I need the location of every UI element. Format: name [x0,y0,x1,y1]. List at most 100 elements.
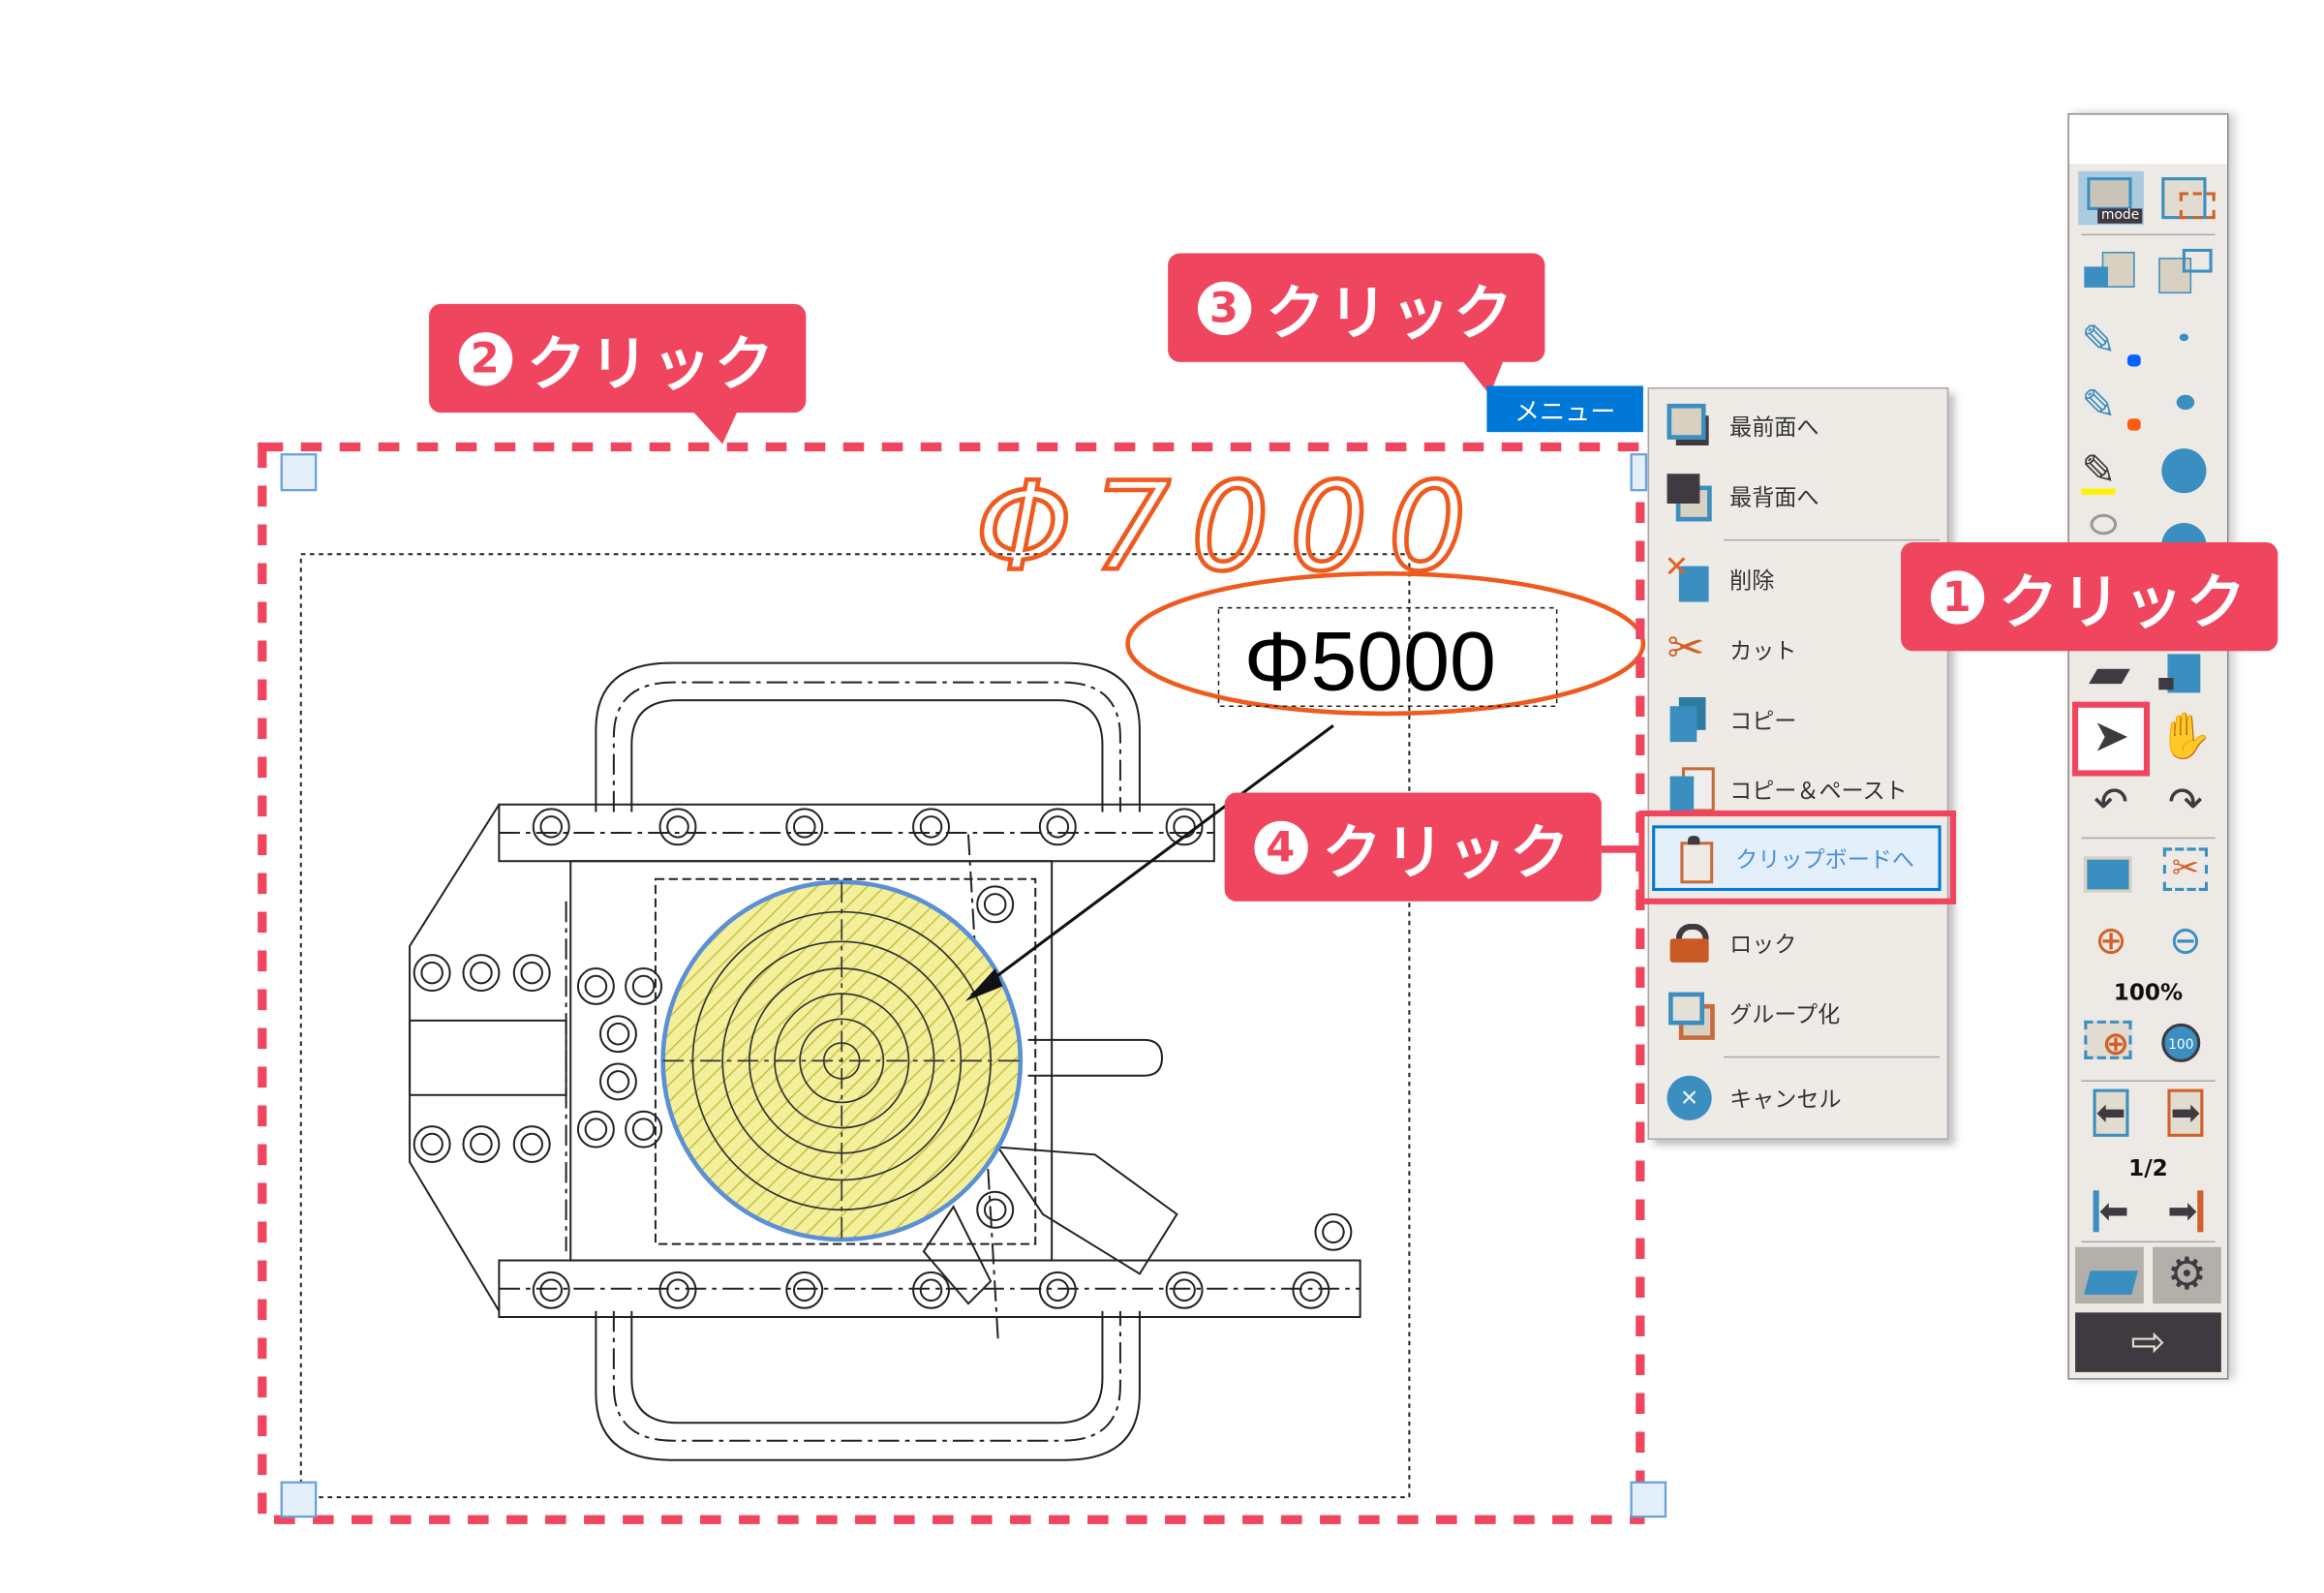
next-page-icon[interactable]: ➡ [2156,1088,2216,1146]
bolt [1038,1271,1077,1309]
bolt [912,808,950,846]
bolt [785,808,824,846]
copy-paste-icon [1667,767,1715,812]
bolt [631,1118,656,1141]
crop-image-icon[interactable]: ✂ [2156,847,2216,904]
scissors-icon: ✂ [1667,623,1705,675]
menu-item-send-back[interactable]: 最背面へ [1649,467,1947,527]
page-indicator: 1/2 [2128,1154,2168,1181]
insert-image-icon[interactable] [2081,850,2141,904]
menu-button[interactable]: メニュー [1486,385,1643,433]
text-bounds [1217,606,1558,707]
red-pen-icon[interactable]: ✎ [2081,380,2141,433]
bolt [1173,815,1196,839]
bolt [1038,808,1077,846]
menu-item-label: グループ化 [1729,1000,1841,1027]
exit-button[interactable]: ⇨ [2075,1312,2221,1372]
layer-icon[interactable] [2081,648,2141,701]
export-icon[interactable] [2156,246,2216,299]
menu-item-copy-paste[interactable]: コピー＆ペースト [1649,760,1947,820]
redo-icon[interactable]: ↷ [2167,778,2203,827]
menu-item-copy[interactable]: コピー [1649,689,1947,750]
menu-item-label: クリップボードへ [1735,845,1914,873]
leader-line [970,723,1334,996]
bolt [598,1062,637,1101]
open-file-icon[interactable] [2075,1246,2144,1304]
callout-label: クリック [1998,567,2249,637]
bolt [658,1271,697,1309]
bolt [976,885,1015,924]
settings-icon[interactable]: ⚙ [2153,1246,2221,1304]
lock-icon [1667,921,1712,965]
arrow-head [964,967,1003,1001]
bolt [413,1125,451,1163]
last-page-icon[interactable]: ➡ [2156,1190,2216,1243]
bolt [420,1132,443,1156]
blue-pen-icon[interactable]: ✎ [2081,316,2141,369]
bolt [512,954,551,993]
undo-icon[interactable]: ↶ [2093,778,2129,827]
callout-number: 2 [458,331,512,385]
menu-item-clipboard[interactable]: クリップボードへ [1652,825,1942,891]
pen-size-medium-icon[interactable] [2156,380,2216,433]
bolt [983,893,1007,916]
zoom-area-icon[interactable]: ⊕ [2081,1018,2141,1071]
bring-front-icon [1667,403,1712,448]
handwritten-ellipse [1125,570,1646,717]
bolt [532,1271,570,1309]
bolt [1046,815,1070,839]
bolts [413,808,1353,1309]
bolt [785,1271,824,1309]
zoom-100-icon[interactable]: 100 [2156,1018,2216,1071]
bolt [539,1278,563,1302]
cancel-icon: ✕ [1667,1075,1712,1120]
menu-item-cancel[interactable]: ✕ キャンセル [1649,1068,1947,1128]
eraser-icon[interactable] [2081,511,2141,565]
bolt [631,974,656,998]
exit-icon: ⇨ [2130,1316,2166,1366]
prev-page-icon[interactable]: ⬅ [2081,1088,2141,1146]
menu-item-label: キャンセル [1729,1085,1842,1113]
hand-tool-icon[interactable]: ✋ [2157,710,2214,763]
pen-size-small-icon[interactable] [2156,316,2216,369]
callout-1: 1 クリック [1901,541,2278,652]
menu-item-bring-front[interactable]: 最前面へ [1649,396,1947,456]
menu-item-label: コピー [1729,706,1797,734]
selection-frame [258,442,1645,1524]
send-back-icon [1667,474,1712,522]
menu-item-label: 最背面へ [1729,483,1819,510]
menu-item-delete[interactable]: ✕削除 [1649,548,1947,610]
bolt [792,815,816,839]
bolt [666,1278,689,1302]
bolt [983,1198,1007,1221]
menu-item-label: コピー＆ペースト [1729,777,1908,804]
menu-item-group[interactable]: グループ化 [1649,983,1947,1043]
dimension-text[interactable]: Φ5000 [1244,615,1496,708]
callout-number: 1 [1930,569,1984,624]
menu-item-cut[interactable]: ✂カット [1649,620,1947,680]
bolt [1046,1278,1070,1302]
bolt [1165,1271,1204,1309]
area-select-icon[interactable] [2156,171,2216,225]
import-icon[interactable] [2081,246,2141,299]
pointer-tool-button[interactable]: ➤ [2071,701,2150,777]
first-page-icon[interactable]: ⬅ [2081,1190,2141,1243]
bolt [606,1022,630,1046]
zoom-out-icon[interactable]: ⊖ [2169,919,2202,965]
bolt [919,815,943,839]
zoom-in-icon[interactable]: ⊕ [2095,919,2127,965]
handwritten-phi7000[interactable]: Φ7000 [973,453,1487,600]
mode-button[interactable]: mode [2078,170,2144,226]
mechanical-drawing [299,553,1411,1499]
highlighter-icon[interactable]: ✎ [2081,444,2117,495]
bolt [470,1132,493,1156]
pen-size-large-icon[interactable] [2156,445,2216,499]
menu-divider [1723,538,1941,541]
menu-item-lock[interactable]: ロック [1649,913,1947,973]
bolt [539,815,563,839]
paste-icon[interactable] [2156,648,2216,701]
bolt [420,961,443,985]
context-menu: 最前面へ 最背面へ ✕削除 ✂カット コピー コピー＆ペースト クリップボードへ… [1647,386,1949,1140]
bolt [1165,808,1204,846]
